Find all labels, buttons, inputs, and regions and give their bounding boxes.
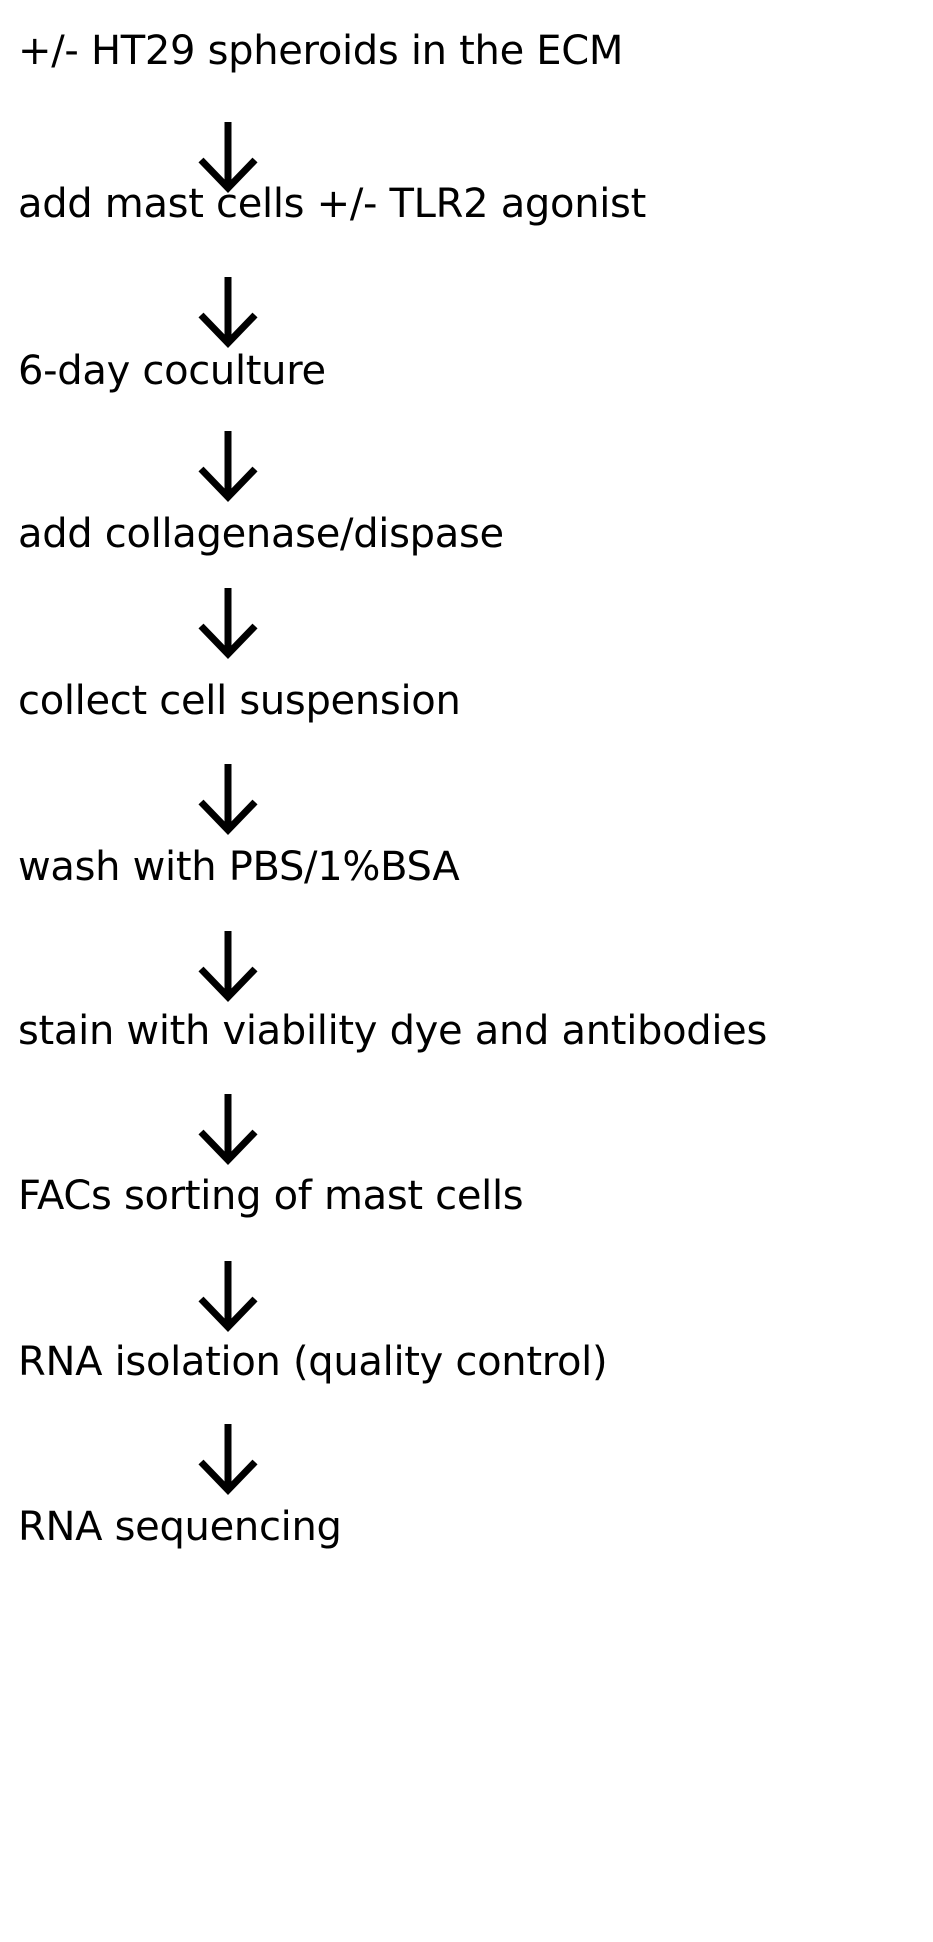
- step-4-label: add collagenase/dispase: [18, 511, 504, 557]
- down-arrow-icon: [193, 927, 263, 1003]
- down-arrow-icon: [193, 760, 263, 836]
- down-arrow-icon: [193, 118, 263, 194]
- down-arrow-icon: [193, 1257, 263, 1333]
- step-1-label: +/- HT29 spheroids in the ECM: [18, 28, 624, 74]
- step-2-label: add mast cells +/- TLR2 agonist: [18, 181, 646, 227]
- down-arrow-icon: [193, 427, 263, 503]
- step-9-label: RNA isolation (quality control): [18, 1339, 608, 1385]
- down-arrow-icon: [193, 273, 263, 349]
- step-7-label: stain with viability dye and antibodies: [18, 1008, 768, 1054]
- step-5-label: collect cell suspension: [18, 678, 461, 724]
- step-10-label: RNA sequencing: [18, 1504, 342, 1550]
- step-3-label: 6-day coculture: [18, 348, 326, 394]
- step-6-label: wash with PBS/1%BSA: [18, 844, 460, 890]
- step-8-label: FACs sorting of mast cells: [18, 1173, 524, 1219]
- down-arrow-icon: [193, 1090, 263, 1166]
- down-arrow-icon: [193, 584, 263, 660]
- down-arrow-icon: [193, 1420, 263, 1496]
